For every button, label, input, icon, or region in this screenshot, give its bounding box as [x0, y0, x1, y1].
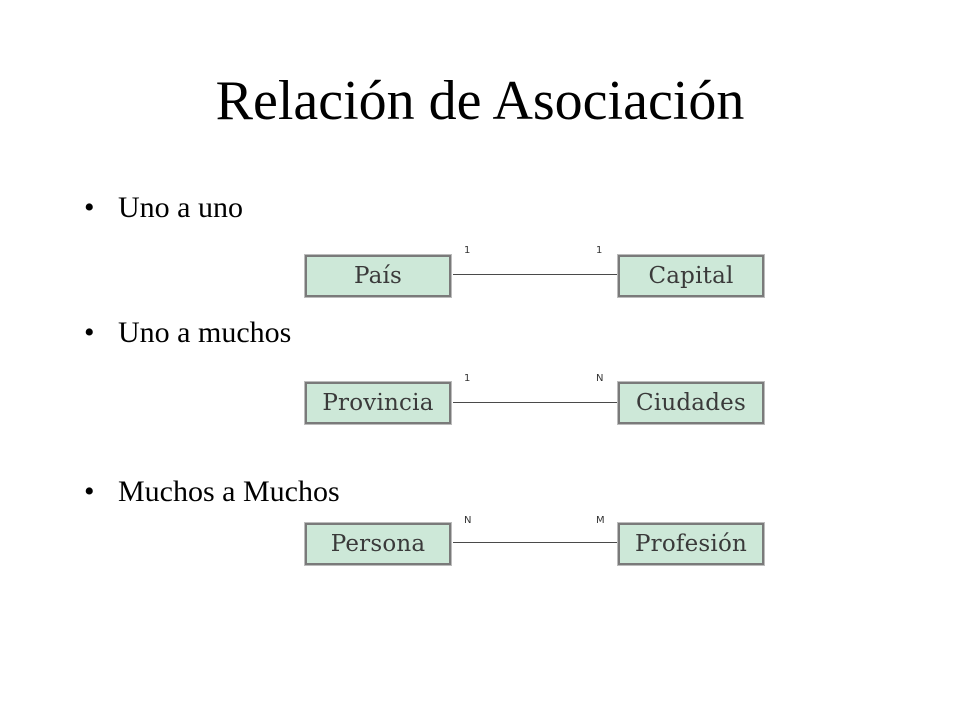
- bullet-dot: •: [84, 475, 95, 508]
- entity-pais: País: [305, 255, 451, 297]
- entity-persona: Persona: [305, 523, 451, 565]
- bullet-many-to-many: • Muchos a Muchos: [84, 474, 340, 510]
- bullet-one-to-many: • Uno a muchos: [84, 315, 291, 351]
- entity-ciudades: Ciudades: [618, 382, 764, 424]
- cardinality-right: M: [596, 515, 605, 526]
- cardinality-left: 1: [464, 245, 471, 256]
- entity-profesion: Profesión: [618, 523, 764, 565]
- slide-title: Relación de Asociación: [215, 70, 745, 132]
- bullet-one-to-one: • Uno a uno: [84, 190, 243, 226]
- entity-capital: Capital: [618, 255, 764, 297]
- bullet-dot: •: [84, 316, 95, 349]
- cardinality-right: 1: [596, 245, 603, 256]
- bullet-dot: •: [84, 191, 95, 224]
- entity-provincia: Provincia: [305, 382, 451, 424]
- bullet-text: Uno a uno: [118, 191, 243, 224]
- cardinality-left: 1: [464, 373, 471, 384]
- association-line: [453, 402, 618, 403]
- association-line: [453, 274, 618, 275]
- cardinality-left: N: [464, 515, 472, 526]
- bullet-text: Uno a muchos: [118, 316, 292, 349]
- association-line: [453, 542, 618, 543]
- bullet-text: Muchos a Muchos: [118, 475, 340, 508]
- cardinality-right: N: [596, 373, 604, 384]
